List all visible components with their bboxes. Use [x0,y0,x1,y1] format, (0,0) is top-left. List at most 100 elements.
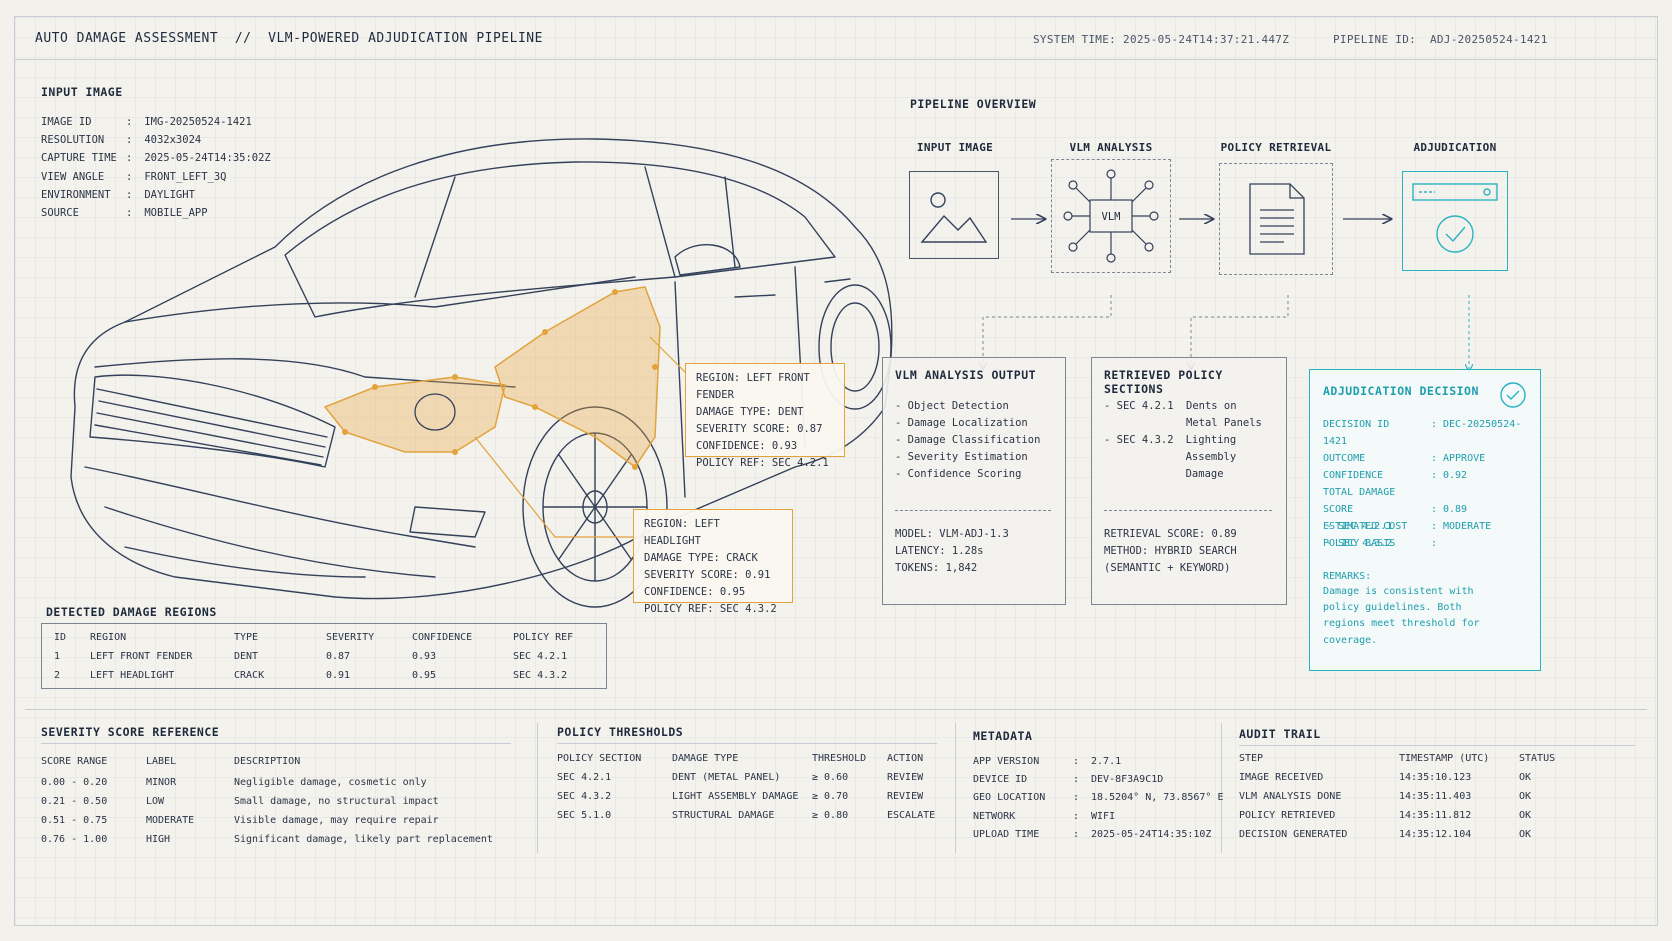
decision-remarks-line: Damage is consistent with [1323,586,1474,597]
callout-line: REGION: LEFT HEADLIGHT [644,518,720,547]
thresholds-cell: REVIEW [887,772,924,783]
thresholds-header: ACTION [887,753,924,764]
decision-field-row: CONFIDENCE:0.92 [1323,467,1540,484]
thresholds-cell: SEC 4.2.1 [557,772,612,783]
input-image-field-sep: : [126,188,133,201]
input-image-field-value: MOBILE_APP [138,207,208,220]
detected-regions-header: POLICY REF [513,632,574,643]
decision-field-value: 0.89 [1443,504,1468,515]
vlm-output-items: - Object Detection- Damage Localization-… [895,398,1040,483]
audit-trail-cell: POLICY RETRIEVED [1239,810,1336,821]
vlm-output-item: - Confidence Scoring [895,468,1022,480]
thresholds-header: POLICY SECTION [557,753,642,764]
input-image-field-row: IMAGE ID: IMG-20250524-1421 [41,113,271,131]
detected-regions-header: TYPE [234,632,259,643]
detected-regions-cell: CRACK [234,670,265,681]
step-input-image-box[interactable] [909,171,999,259]
audit-trail-cell: 14:35:11.403 [1399,791,1472,802]
policy-section-id: - SEC 4.2.1 [1104,400,1174,412]
severity-ref-cell: 0.21 - 0.50 [41,796,108,807]
thresholds-cell: ≥ 0.70 [812,791,849,802]
adjudication-decision-panel: ADJUDICATION DECISION DECISION ID:DEC-20… [1309,369,1541,671]
decision-field-sep: : [1431,521,1438,532]
audit-trail-cell: OK [1519,829,1532,840]
metadata-field-sep: : [1073,774,1080,786]
step-policy-retrieval-label: POLICY RETRIEVAL [1220,141,1332,154]
divider [1221,723,1222,853]
approval-check-icon [1412,183,1498,253]
decision-field-sep: : [1431,470,1438,481]
thresholds-cell: SEC 5.1.0 [557,810,612,821]
input-image-field-value: 2025-05-24T14:35:02Z [138,152,271,165]
audit-trail-cell: DECISION GENERATED [1239,829,1348,840]
severity-ref-cell: HIGH [146,834,171,845]
metadata-field-sep: : [1073,810,1080,822]
detected-regions-cell: 1 [54,651,61,662]
thresholds-title: POLICY THRESHOLDS [557,725,684,739]
vlm-output-meta-line: LATENCY: 1.28s [895,545,984,557]
vlm-analysis-output-panel: VLM ANALYSIS OUTPUT - Object Detection- … [882,357,1066,605]
vlm-output-item: - Severity Estimation [895,451,1028,463]
callout-line: SEVERITY SCORE: 0.87 [696,423,823,435]
input-image-field-key: VIEW ANGLE [41,170,105,183]
pipeline-connectors [895,167,1535,377]
vlm-output-item: - Damage Localization [895,417,1028,429]
thresholds-cell: ESCALATE [887,810,936,821]
step-vlm-analysis-box[interactable]: VLM [1051,159,1171,273]
metadata-field-value: 2025-05-24T14:35:10Z [1085,828,1212,840]
step-adjudication-box[interactable] [1402,171,1508,271]
callout-line: POLICY REF: SEC 4.3.2 [644,603,777,615]
pipeline-id: PIPELINE ID: ADJ-20250524-1421 [1333,33,1548,46]
metadata-field-row: DEVICE ID: DEV-8F3A9C1D [973,771,1223,789]
image-icon [920,192,988,243]
divider [1104,510,1272,511]
decision-field-value: 0.92 [1443,470,1468,481]
detected-regions-cell: SEC 4.3.2 [513,670,568,681]
divider [25,709,1647,710]
thresholds-header: DAMAGE TYPE [672,753,739,764]
audit-trail-title: AUDIT TRAIL [1239,727,1321,741]
neural-network-icon: VLM [1063,169,1159,263]
callout-line: CONFIDENCE: 0.93 [696,440,798,452]
decision-field-key: TOTAL DAMAGE SCORE [1323,487,1396,515]
input-image-field-value: 4032x3024 [138,134,202,147]
audit-trail-cell: 14:35:12.104 [1399,829,1472,840]
audit-trail-cell: 14:35:10.123 [1399,772,1472,783]
severity-ref-cell: 0.00 - 0.20 [41,777,108,788]
callout-line: CONFIDENCE: 0.95 [644,586,746,598]
divider [895,510,1051,511]
decision-field-row: ESTIMATED COST:MODERATE [1323,518,1540,535]
document-icon [1249,183,1305,255]
decision-remarks-line: coverage. [1323,634,1378,646]
severity-ref-cell: Visible damage, may require repair [234,815,439,826]
detected-regions-title: DETECTED DAMAGE REGIONS [46,605,217,619]
audit-trail-row: DECISION GENERATED 14:35:12.104 OK [1239,825,1569,844]
decision-field-row: POLICY BASIS: [1323,535,1540,552]
decision-field-row: OUTCOME:APPROVE [1323,450,1540,467]
decision-field-sep: : [1431,504,1438,515]
detected-regions-header: SEVERITY [326,632,375,643]
decision-field-value: DEC-20250524-1421 [1323,419,1522,447]
policy-section-desc-line: Assembly Damage [1185,451,1237,480]
decision-basis-item: - SEC 4.2.1 [1326,521,1393,532]
input-image-title: INPUT IMAGE [41,85,123,99]
step-policy-retrieval-box[interactable] [1219,163,1333,275]
vlm-output-title: VLM ANALYSIS OUTPUT [895,368,1037,382]
severity-ref-cell: Small damage, no structural impact [234,796,439,807]
